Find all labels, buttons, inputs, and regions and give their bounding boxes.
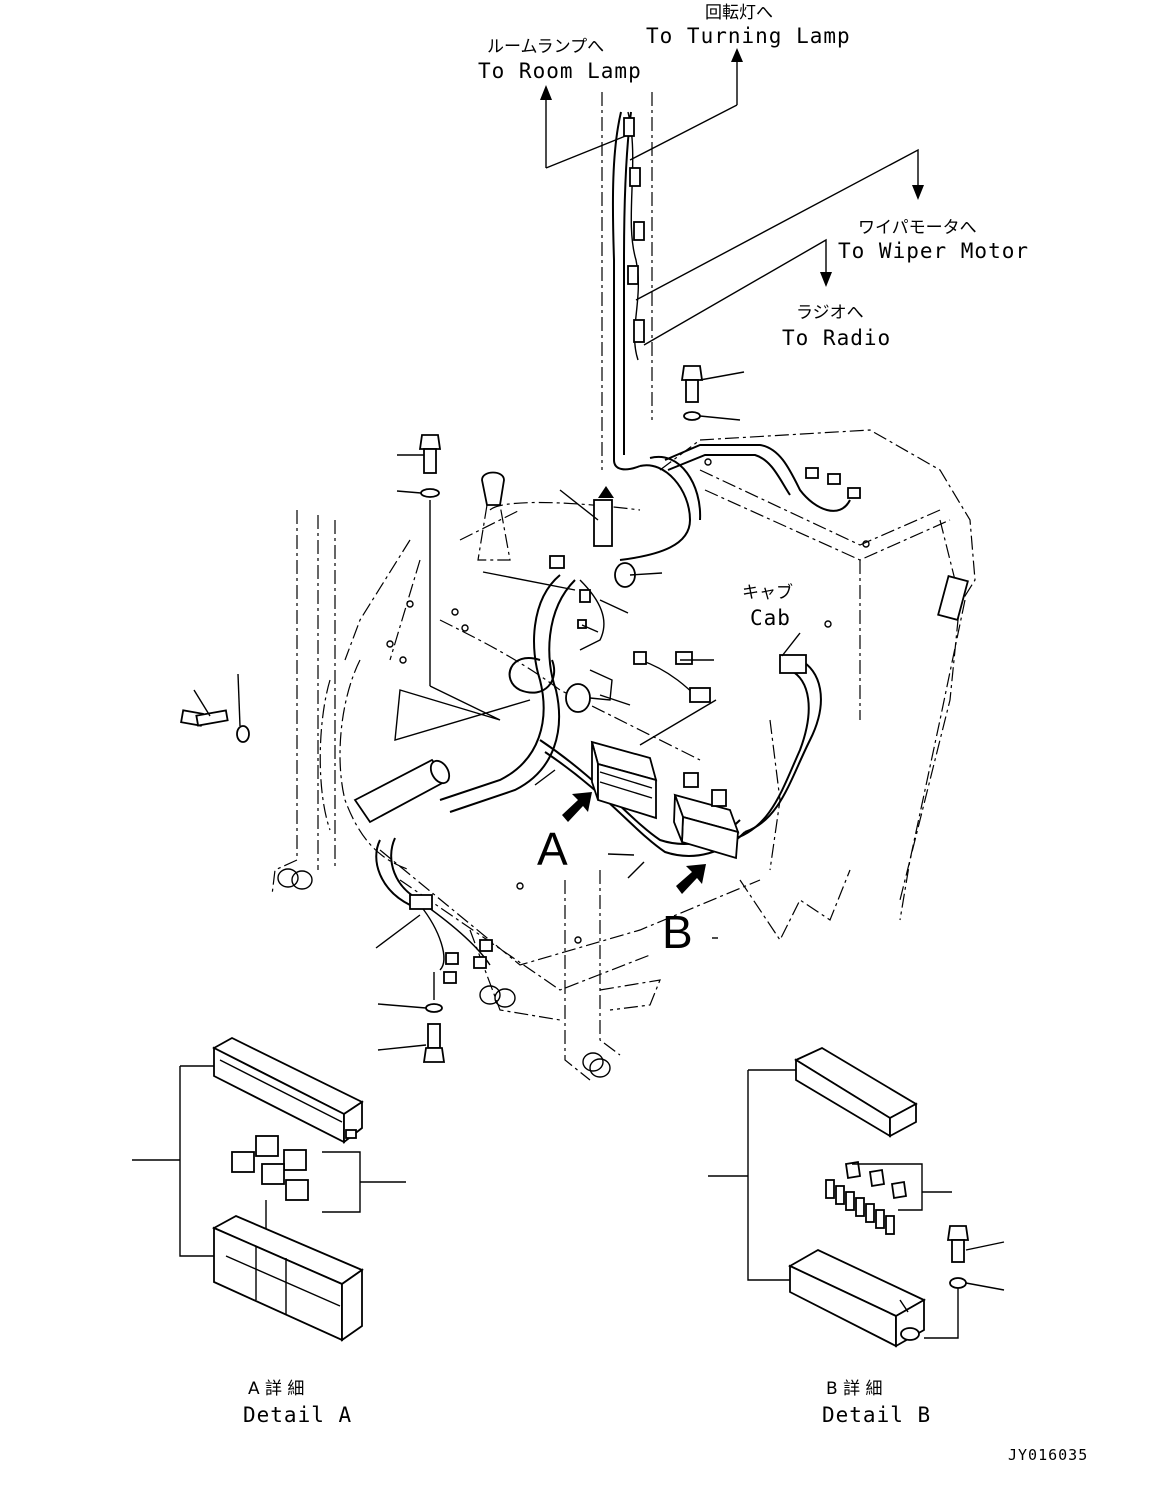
callout-a: A xyxy=(537,792,592,875)
fuse-box-b-installed xyxy=(673,772,740,860)
detail-b-jp-label: B 詳 細 xyxy=(826,1379,882,1399)
main-harness xyxy=(353,444,861,984)
turning-lamp-callout: 回転灯へ To Turning Lamp xyxy=(629,3,851,161)
fuse-box-a-installed xyxy=(590,740,658,820)
bolt-upper-right xyxy=(680,365,745,421)
bolt-lower xyxy=(377,972,446,1063)
detail-b: B 詳 細 Detail B xyxy=(708,1046,1005,1427)
cab-callout: キャブ Cab xyxy=(742,582,793,630)
wiper-motor-callout: ワイパモータへ To Wiper Motor xyxy=(635,148,1029,301)
detail-a-label: Detail A xyxy=(243,1403,352,1427)
cab-pillar xyxy=(601,92,653,471)
wiper-motor-jp-label: ワイパモータへ xyxy=(858,218,977,238)
turning-lamp-label: To Turning Lamp xyxy=(646,24,851,48)
turning-lamp-jp-label: 回転灯へ xyxy=(705,3,773,23)
detail-a: A 詳 細 Detail A xyxy=(132,1036,406,1427)
cab-jp-label: キャブ xyxy=(742,582,793,603)
callout-a-letter: A xyxy=(537,823,568,875)
callout-b: B xyxy=(662,864,718,958)
wiper-motor-label: To Wiper Motor xyxy=(838,239,1029,263)
bolt-upper-left xyxy=(396,434,442,686)
bolt-left xyxy=(180,673,250,743)
detail-a-jp-label: A 詳 細 xyxy=(248,1379,304,1399)
radio-label: To Radio xyxy=(782,326,891,350)
radio-jp-label: ラジオへ xyxy=(796,303,864,323)
room-lamp-label: To Room Lamp xyxy=(478,59,642,83)
cab-label: Cab xyxy=(750,606,791,630)
detail-b-label: Detail B xyxy=(822,1403,931,1427)
callout-b-letter: B xyxy=(662,906,693,958)
drawing-code: JY016035 xyxy=(1008,1446,1088,1464)
radio-callout: ラジオへ To Radio xyxy=(643,238,891,350)
room-lamp-jp-label: ルームランプへ xyxy=(487,37,604,57)
cab-body xyxy=(271,429,976,1081)
room-lamp-callout: ルームランプへ To Room Lamp xyxy=(478,37,642,169)
